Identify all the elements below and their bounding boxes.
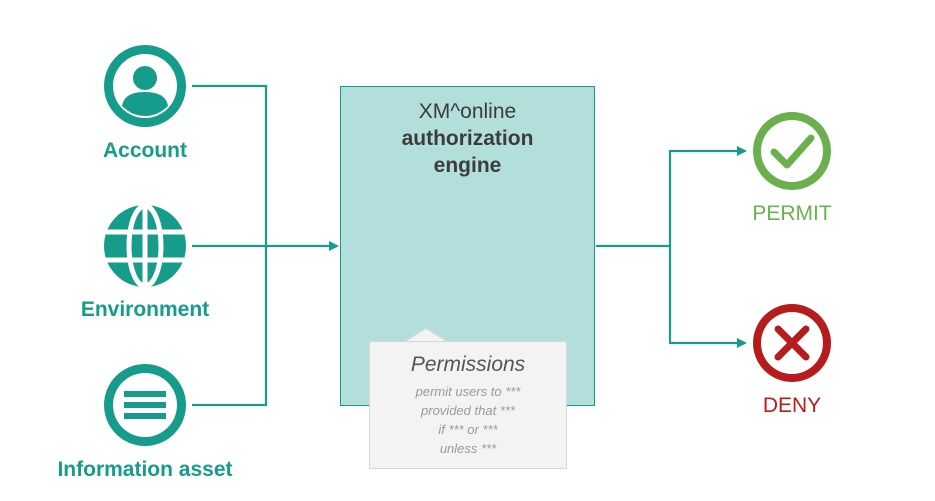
input-connectors (192, 84, 339, 407)
account-label: Account (103, 139, 187, 162)
deny-label: DENY (762, 394, 822, 417)
engine-title-line2: authorization (401, 127, 534, 150)
permissions-note-line: provided that *** (421, 403, 515, 418)
document-icon (104, 364, 186, 446)
asset-connector (192, 246, 268, 407)
note-pointer (403, 327, 449, 343)
permissions-note-line: if *** or *** (438, 422, 498, 437)
permissions-note-line: permit users to *** (415, 384, 521, 399)
permissions-note-line: unless *** (439, 441, 497, 456)
deny-connector (668, 246, 747, 348)
globe-icon (104, 203, 186, 289)
account-connector (192, 84, 268, 246)
engine-title: XM^online authorization engine (340, 98, 595, 179)
check-icon (753, 112, 831, 190)
permissions-note-title: Permissions (410, 353, 526, 376)
account-icon (104, 45, 186, 127)
engine-title-line1: XM^online (418, 100, 517, 123)
permissions-note-lines: permit users to *** provided that *** if… (370, 382, 566, 458)
permit-connector (668, 146, 747, 246)
permit-label: PERMIT (752, 202, 832, 225)
engine-title-line3: engine (433, 154, 502, 177)
environment-label: Environment (80, 298, 210, 321)
output-connectors (596, 146, 747, 348)
cross-icon (753, 304, 831, 382)
information-asset-label: Information asset (57, 458, 233, 481)
permissions-note: Permissions permit users to *** provided… (369, 341, 567, 469)
